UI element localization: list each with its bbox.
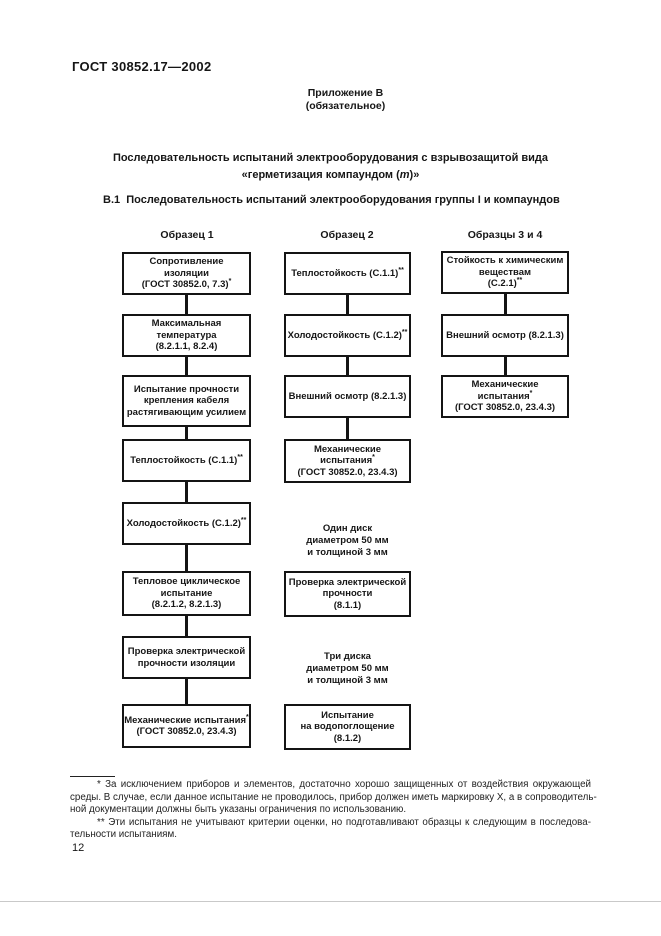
connector-line [346, 418, 349, 439]
page-title-line-1: Последовательность испытаний электрообор… [112, 152, 549, 164]
connector-line [346, 295, 349, 314]
page-title: Последовательность испытаний электрообор… [0, 150, 661, 184]
connector-line [185, 679, 188, 704]
connector-line [185, 616, 188, 636]
column-header-samples-3-4: Образцы 3 и 4 [467, 229, 543, 241]
col2-node-cold-resistance: Холодостойкость (С.1.2)** [284, 314, 411, 357]
column-header-sample-2: Образец 2 [320, 229, 374, 241]
col1-node-cold-resistance: Холодостойкость (С.1.2)** [122, 502, 251, 545]
footnote-2: ** Эти испытания не учитывают критерии о… [70, 816, 591, 841]
col2-node-visual-inspection: Внешний осмотр (8.2.1.3) [284, 375, 411, 418]
col1-node-heat-resistance: Теплостойкость (С.1.1)** [122, 439, 251, 482]
section-heading: В.1 Последовательность испытаний электро… [103, 194, 560, 206]
col3-node-mechanical-tests: Механические испытания*(ГОСТ 30852.0, 23… [441, 375, 569, 418]
annex-line-1: Приложение В [307, 87, 384, 99]
col3-node-visual-inspection: Внешний осмотр (8.2.1.3) [441, 314, 569, 357]
annex-label: Приложение В (обязательное) [30, 87, 661, 113]
page-number: 12 [72, 842, 85, 854]
col2-node-mechanical-tests: Механические испытания*(ГОСТ 30852.0, 23… [284, 439, 411, 483]
connector-line [504, 357, 507, 375]
connector-line [185, 545, 188, 571]
column-header-sample-1: Образец 1 [160, 229, 214, 241]
col2-node-heat-resistance: Теплостойкость (С.1.1)** [284, 252, 411, 295]
page-title-line-2: «герметизация компаундом (m)» [241, 169, 420, 181]
connector-line [185, 295, 188, 314]
annex-line-2: (обязательное) [305, 100, 386, 112]
col1-node-mechanical-tests: Механические испытания*(ГОСТ 30852.0, 23… [122, 704, 251, 748]
page-edge-line [0, 901, 661, 902]
footnote-1: * За исключением приборов и элементов, д… [70, 779, 597, 816]
connector-line [185, 357, 188, 375]
footnote-rule [70, 776, 115, 777]
connector-line [185, 427, 188, 439]
connector-line [185, 482, 188, 502]
footnotes: * За исключением приборов и элементов, д… [70, 779, 597, 842]
standard-reference: ГОСТ 30852.17—2002 [72, 59, 212, 74]
connector-line [504, 294, 507, 314]
connector-line [346, 357, 349, 375]
